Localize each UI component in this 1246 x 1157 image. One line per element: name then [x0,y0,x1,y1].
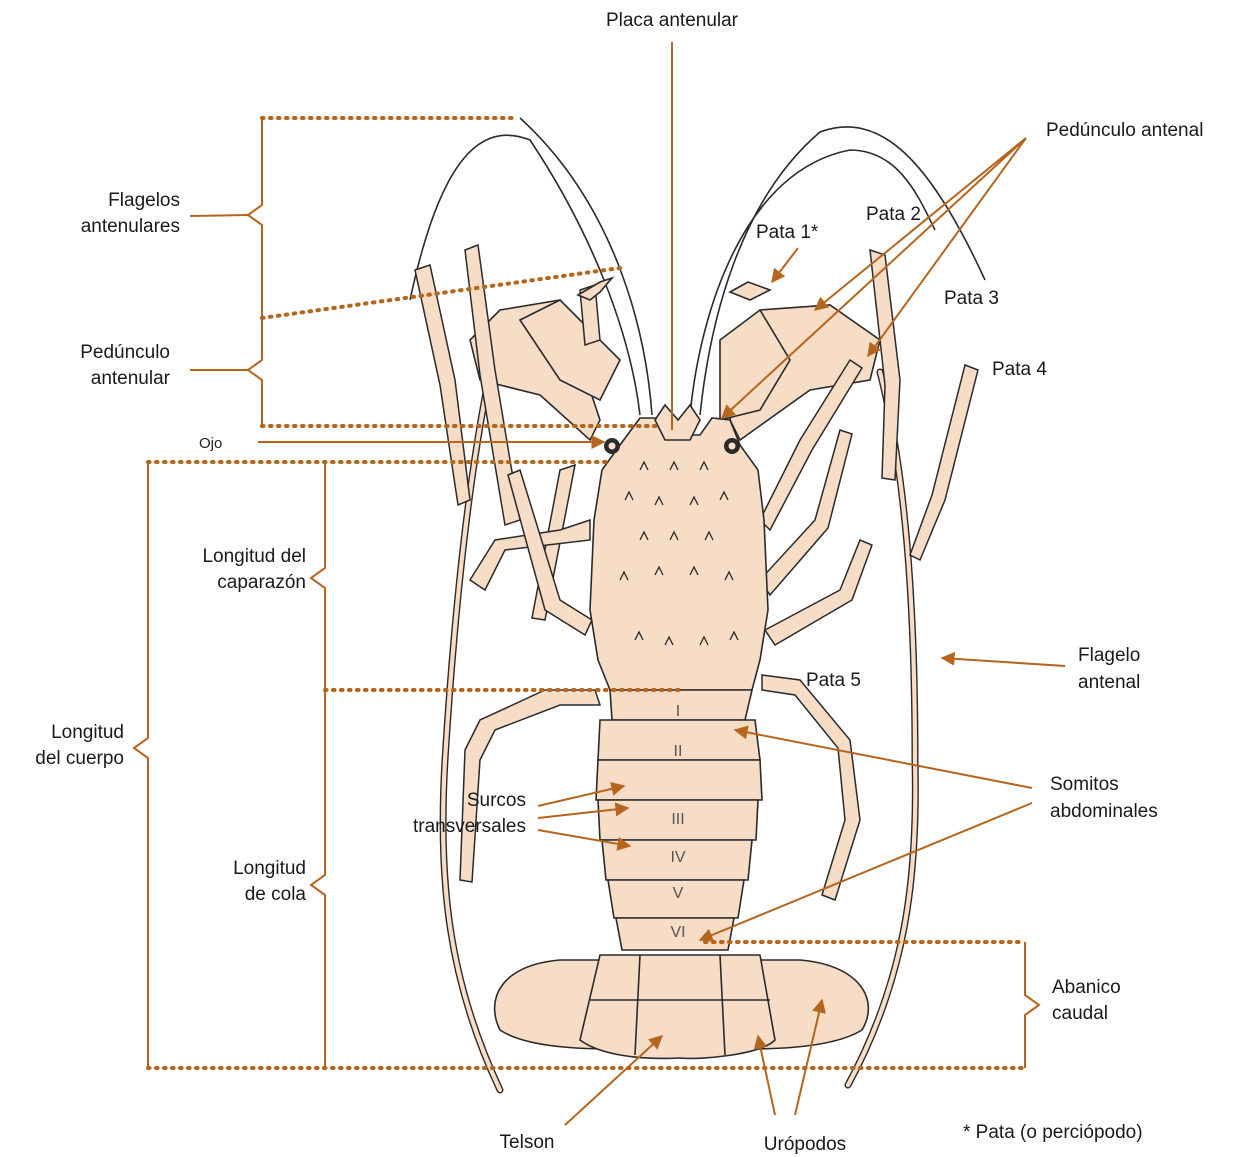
label-flagelos-antenulares-line1: Flagelos [108,190,180,211]
label-flagelo-antenal-line1: Flagelo [1078,645,1140,666]
label-pedunculo-antenular-line1: Pedúnculo [80,342,170,363]
label-abanico-line1: Abanico [1052,977,1121,998]
label-pata-1: Pata 1* [756,222,819,243]
label-pata-4: Pata 4 [992,359,1047,380]
footnote: * Pata (o perciópodo) [963,1122,1143,1143]
carapace [590,418,768,690]
label-uropodos: Urópodos [764,1134,846,1155]
label-flagelo-antenal-line2: antenal [1078,672,1140,693]
label-pedunculo-antenal: Pedúnculo antenal [1046,120,1203,141]
lobster-illustration: I II III IV V VI [410,118,985,1090]
label-longitud-caparazon-line2: caparazón [217,572,306,593]
segment-numeral: III [671,811,684,828]
label-longitud-cola-line1: Longitud [233,858,306,879]
segment-numeral: II [674,743,683,760]
label-abanico-line2: caudal [1052,1003,1108,1024]
label-flagelos-antenulares-line2: antenulares [81,216,180,237]
label-placa-antenular: Placa antenular [606,10,739,31]
segment-numeral: IV [670,849,685,866]
label-pata-2: Pata 2 [866,204,921,225]
label-ojo: Ojo [199,435,222,452]
label-longitud-cuerpo-line1: Longitud [51,722,124,743]
label-longitud-cuerpo-line2: del cuerpo [35,748,124,769]
label-telson: Telson [500,1132,555,1153]
segment-numeral: V [673,885,684,902]
label-longitud-caparazon-line1: Longitud del [202,546,306,567]
antennular-plate [655,405,700,440]
label-longitud-cola-line2: de cola [245,884,307,905]
label-pedunculo-antenular-line2: antenular [91,368,171,389]
label-somitos-line2: abdominales [1050,801,1158,822]
label-pata-3: Pata 3 [944,288,999,309]
label-somitos-line1: Somitos [1050,774,1119,795]
label-surcos-line2: transversales [413,816,526,837]
label-surcos-line1: Surcos [467,790,526,811]
segment-numeral: I [676,703,680,720]
label-pata-5: Pata 5 [806,670,861,691]
segment-numeral: VI [670,924,685,941]
